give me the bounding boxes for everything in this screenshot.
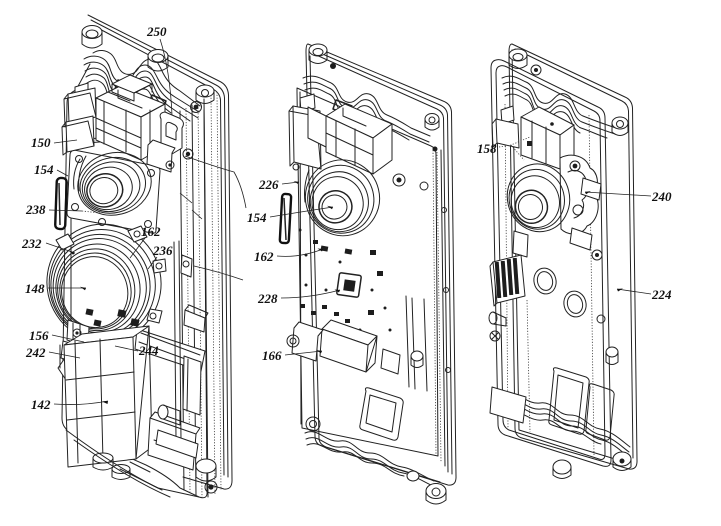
- svg-text:156: 156: [29, 328, 49, 343]
- svg-text:226: 226: [258, 177, 279, 192]
- svg-text:236: 236: [152, 243, 173, 258]
- svg-text:224: 224: [651, 287, 672, 302]
- svg-text:250: 250: [146, 24, 167, 39]
- svg-text:142: 142: [31, 397, 51, 412]
- svg-text:242: 242: [25, 345, 46, 360]
- svg-text:154: 154: [34, 162, 54, 177]
- svg-text:232: 232: [21, 236, 42, 251]
- svg-text:154: 154: [247, 210, 267, 225]
- svg-text:148: 148: [25, 281, 45, 296]
- svg-text:162: 162: [254, 249, 274, 264]
- svg-text:150: 150: [31, 135, 51, 150]
- svg-text:238: 238: [25, 202, 46, 217]
- svg-text:240: 240: [651, 189, 672, 204]
- svg-text:158: 158: [477, 141, 497, 156]
- svg-text:162: 162: [141, 224, 161, 239]
- svg-text:228: 228: [257, 291, 278, 306]
- svg-text:244: 244: [138, 343, 159, 358]
- svg-text:166: 166: [262, 348, 282, 363]
